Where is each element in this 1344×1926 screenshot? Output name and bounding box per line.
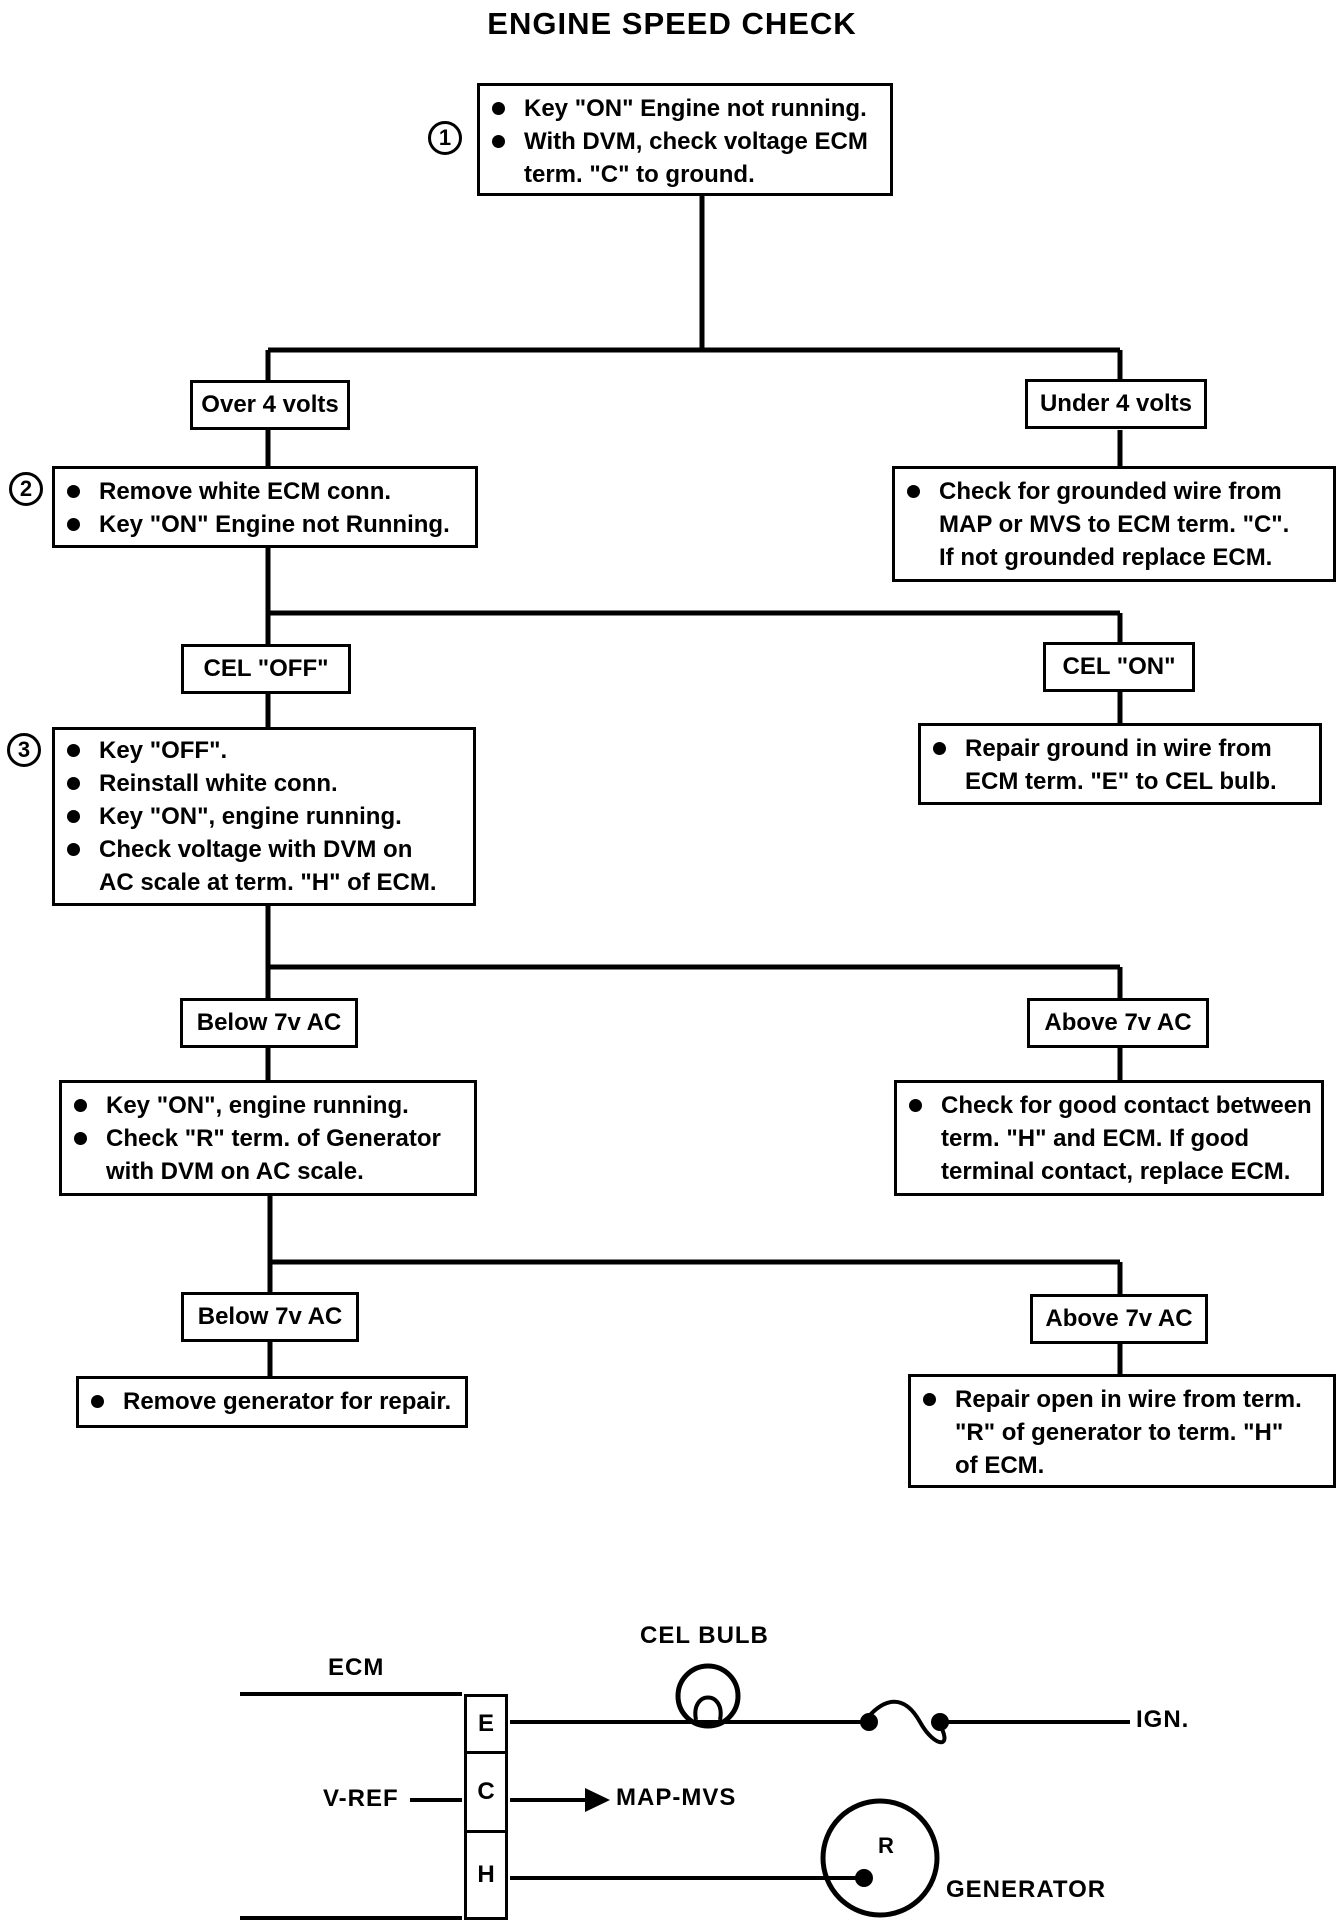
- below-7v-ac-label-2: Below 7v AC: [181, 1292, 359, 1342]
- ecm-terminal-e: E: [464, 1694, 508, 1754]
- bullet-item: Repair ground in wire from: [921, 732, 1319, 765]
- bullet-item: Remove white ECM conn.: [55, 475, 475, 508]
- step-1-marker: 1: [428, 121, 462, 155]
- cel-off-label: CEL "OFF": [181, 644, 351, 694]
- below-7v-ac-label: Below 7v AC: [180, 998, 358, 1048]
- bullet-item-continued: term. "H" and ECM. If good: [941, 1125, 1250, 1152]
- ecm-terminal-h: H: [464, 1830, 508, 1920]
- bullet-item: Reinstall white conn.: [55, 767, 473, 800]
- bullet-item-continued: with DVM on AC scale.: [106, 1158, 364, 1185]
- above-7v-ac-label-2: Above 7v AC: [1030, 1294, 1208, 1344]
- wiring-diagram: [240, 1663, 1130, 1920]
- step-2-marker: 2: [9, 472, 43, 506]
- vref-label: V-REF: [323, 1785, 399, 1812]
- page-title: ENGINE SPEED CHECK: [487, 6, 857, 41]
- step-3-marker: 3: [7, 733, 41, 767]
- bullet-item: With DVM, check voltage ECM: [480, 125, 890, 158]
- repair-open-wire-box: Repair open in wire from term. "R" of ge…: [908, 1374, 1336, 1488]
- generator-r-terminal-label: R: [878, 1833, 895, 1858]
- ecm-label: ECM: [328, 1654, 385, 1681]
- check-grounded-wire-box: Check for grounded wire from MAP or MVS …: [892, 466, 1336, 582]
- bullet-item: Repair open in wire from term.: [911, 1383, 1333, 1416]
- check-generator-r-box: Key "ON", engine running. Check "R" term…: [59, 1080, 477, 1196]
- remove-connector-box: Remove white ECM conn. Key "ON" Engine n…: [52, 466, 478, 548]
- remove-generator-box: Remove generator for repair.: [76, 1376, 468, 1428]
- check-contact-box: Check for good contact between term. "H"…: [894, 1080, 1324, 1196]
- bullet-item: Key "ON" Engine not Running.: [55, 508, 475, 541]
- bullet-item: Check for good contact between: [897, 1089, 1321, 1122]
- bullet-item-continued: AC scale at term. "H" of ECM.: [99, 869, 437, 896]
- cel-on-label: CEL "ON": [1043, 642, 1195, 692]
- bullet-item: Check for grounded wire from: [895, 475, 1333, 508]
- bullet-item-continued: "R" of generator to term. "H": [955, 1419, 1284, 1446]
- bullet-item-continued: MAP or MVS to ECM term. "C".: [939, 511, 1290, 538]
- key-off-box: Key "OFF". Reinstall white conn. Key "ON…: [52, 727, 476, 906]
- cel-bulb-label: CEL BULB: [640, 1622, 769, 1649]
- bullet-item-continued: If not grounded replace ECM.: [939, 544, 1273, 571]
- over-4-volts-label: Over 4 volts: [190, 380, 350, 430]
- bullet-item: Check voltage with DVM on: [55, 833, 473, 866]
- bullet-item: Check "R" term. of Generator: [62, 1122, 474, 1155]
- bullet-item-continued: ECM term. "E" to CEL bulb.: [965, 768, 1277, 795]
- repair-ground-box: Repair ground in wire from ECM term. "E"…: [918, 723, 1322, 805]
- ign-label: IGN.: [1136, 1706, 1190, 1733]
- bullet-item: Key "ON", engine running.: [55, 800, 473, 833]
- bullet-item: Key "ON" Engine not running.: [480, 92, 890, 125]
- ecm-terminal-c: C: [464, 1751, 508, 1833]
- bullet-item-continued: term. "C" to ground.: [524, 161, 755, 188]
- under-4-volts-label: Under 4 volts: [1025, 379, 1207, 429]
- bullet-item-continued: terminal contact, replace ECM.: [941, 1158, 1291, 1185]
- above-7v-ac-label: Above 7v AC: [1027, 998, 1209, 1048]
- generator-label: GENERATOR: [946, 1876, 1107, 1903]
- bullet-item: Remove generator for repair.: [79, 1385, 465, 1418]
- map-mvs-label: MAP-MVS: [616, 1784, 737, 1811]
- bullet-item: Key "ON", engine running.: [62, 1089, 474, 1122]
- bullet-item: Key "OFF".: [55, 734, 473, 767]
- bullet-item-continued: of ECM.: [955, 1452, 1045, 1479]
- start-step-box: Key "ON" Engine not running. With DVM, c…: [477, 83, 893, 196]
